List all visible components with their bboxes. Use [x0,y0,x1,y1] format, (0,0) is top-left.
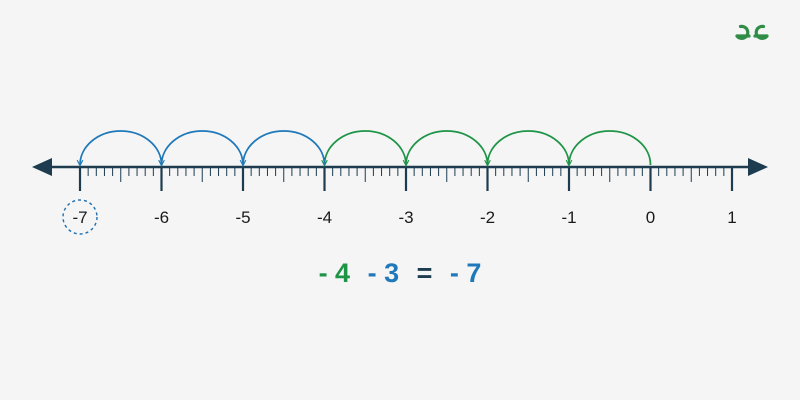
equation-term-1: - 4 [319,258,351,288]
tick-label: -4 [317,208,332,227]
tick-label: -5 [235,208,250,227]
jump-arc [325,130,407,165]
tick-label: 1 [727,208,736,227]
equation-term-2: - 3 [368,258,400,288]
minor-ticks [87,168,725,182]
major-ticks [78,166,734,191]
tick-label: -3 [398,208,413,227]
tick-labels: -7 -6 -5 -4 -3 -2 -1 0 1 [62,199,737,235]
jump-arc [488,130,570,165]
tick-label: -1 [561,208,576,227]
jump-arcs [80,130,652,165]
tick-label: 0 [646,208,655,227]
jump-arc [569,130,652,165]
jump-arc [80,130,163,165]
number-line-axis [32,158,768,176]
equation-result: - 7 [450,258,482,288]
tick-label: -7 [72,208,87,227]
axis-arrow-left [32,158,52,176]
tick-label: -6 [154,208,169,227]
jump-arc [243,130,326,165]
axis-arrow-right [748,158,768,176]
jump-arc [406,130,489,165]
jump-arc [162,130,244,165]
tick-label: -2 [480,208,495,227]
highlight-circle [62,199,98,235]
gfg-logo-icon [735,24,769,40]
equation: - 4 - 3 = - 7 [319,258,482,288]
equation-equals: = [417,258,433,288]
